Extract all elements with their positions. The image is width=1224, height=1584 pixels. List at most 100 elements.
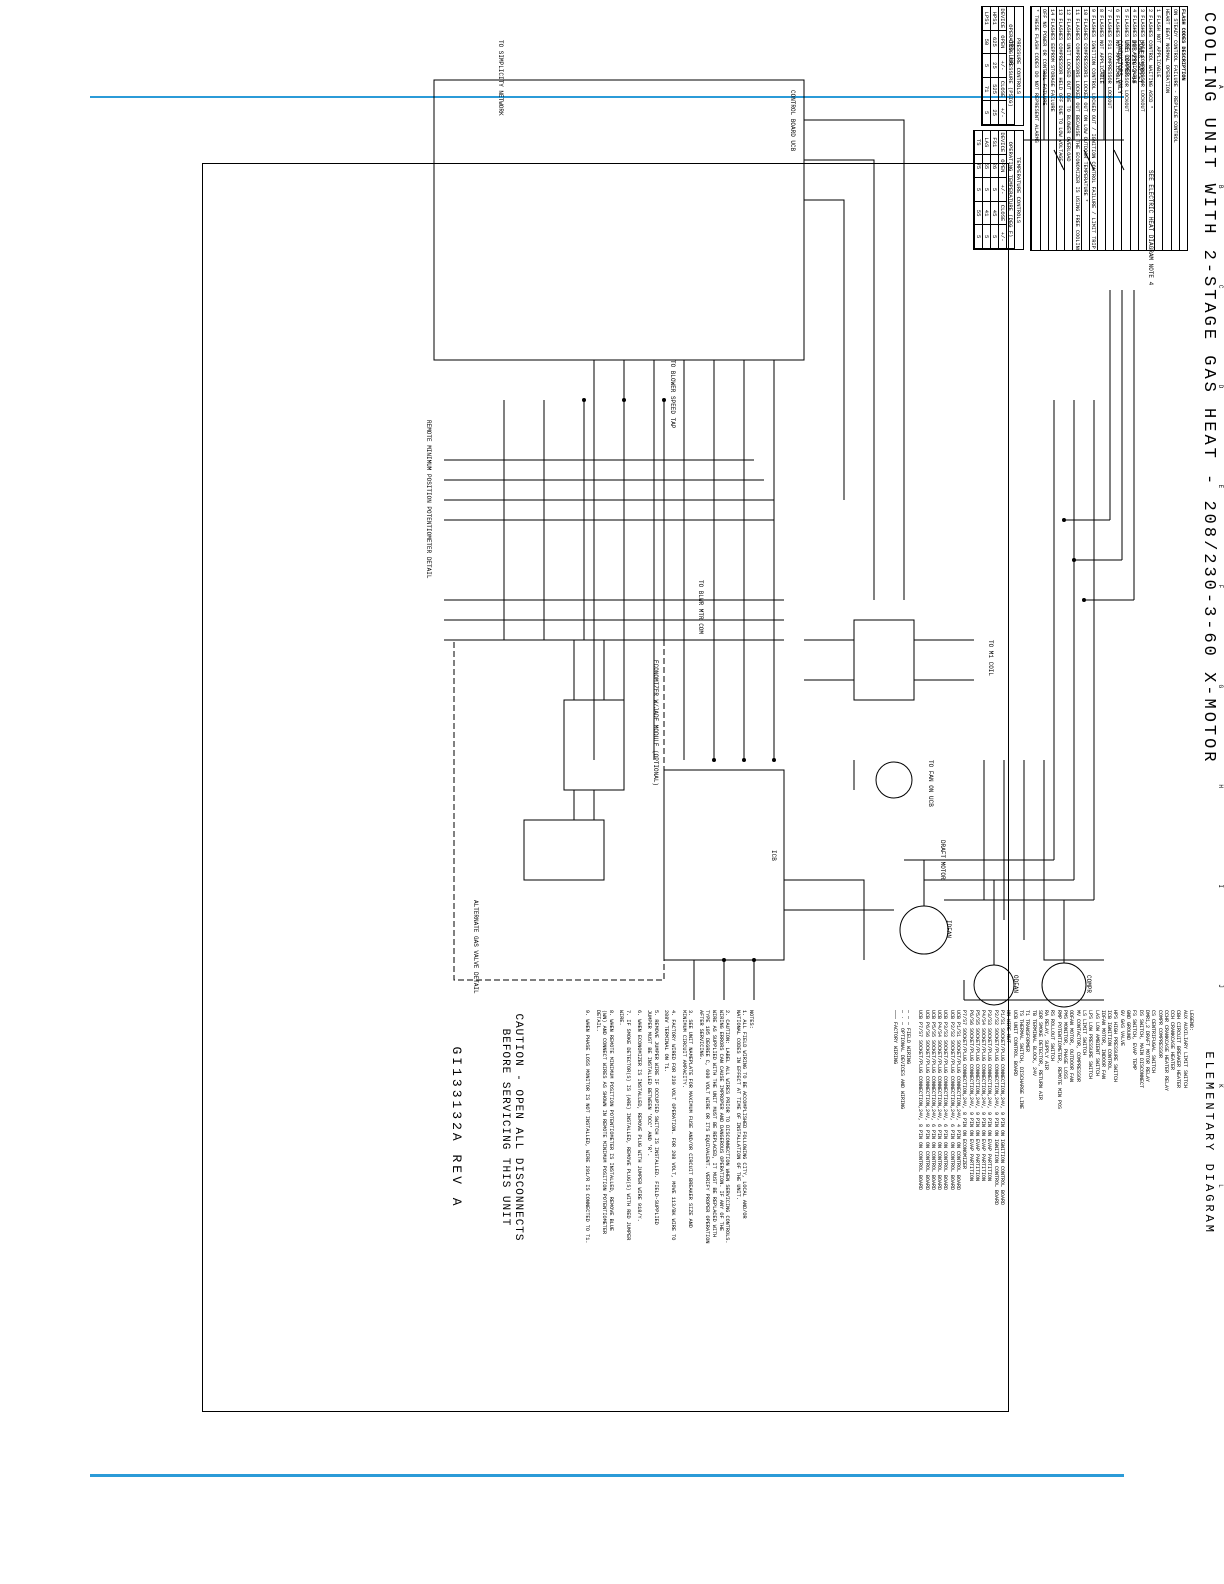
legend-item: UCB P4/S4 SOCKET/PLUG CONNECTION,24V, 6 … bbox=[936, 1010, 943, 1191]
table-subheader: OPERATING PRESSURE (PSIG) bbox=[1006, 7, 1014, 125]
legend-item: DS SWITCH, MAIN DISCONNECT bbox=[1137, 1010, 1144, 1089]
legend-item: RMP POTENTIOMETER, REMOTE MIN POS bbox=[1055, 1010, 1062, 1110]
remote-pot-label: REMOTE MINIMUM POSITION POTENTIOMETER DE… bbox=[425, 420, 432, 579]
legend-item: DMR1,2 DRAFT MOTOR RELAY bbox=[1143, 1010, 1150, 1083]
flash-code-row: 1 FLASH NOT APPLICABLE bbox=[1154, 7, 1163, 250]
grd-lug-label: GRD LUG bbox=[1007, 40, 1014, 66]
icb-label: ICB bbox=[770, 850, 777, 861]
legend-item: ODFAN MOTOR, OUTDOOR FAN bbox=[1068, 1010, 1075, 1083]
drawing-number: GI133132A REV A bbox=[449, 1046, 464, 1209]
legend-item: ICB IGNITION CONTROL bbox=[1106, 1010, 1113, 1071]
to-fan-label: TO FAN ON UCB bbox=[927, 760, 934, 807]
flash-code-row: HEART BEAT NORMAL OPERATION bbox=[1162, 7, 1171, 250]
note-item: 9. WHEN PHASE LOSS MONITOR IS NOT INSTAL… bbox=[584, 1010, 591, 1244]
legend-item: P5/S5 SOCKET/PLUG CONNECTION,24V, 9 PIN … bbox=[973, 1010, 980, 1182]
idfan-label: IDFAN bbox=[945, 920, 952, 939]
flash-code-row: 9 FLASHES IGNITION CONTROL LOCKED OUT / … bbox=[1088, 7, 1097, 250]
legend-item: FS SWITCH, EVAP TEMP bbox=[1131, 1010, 1138, 1071]
legend-item: HPS HIGH PRESSURE SWITCH bbox=[1112, 1010, 1119, 1083]
note-item: 4. FACTORY WIRED FOR 230 VOLT OPERATION.… bbox=[663, 1010, 677, 1241]
control-board-label: CONTROL BOARD UCB bbox=[789, 90, 796, 152]
flash-code-row: 13 FLASHES COMPRESSOR HELD OFF DUE TO LO… bbox=[1056, 7, 1065, 250]
legend-item: P6/S6 SOCKET/PLUG CONNECTION,24V, 9 PIN … bbox=[967, 1010, 974, 1182]
legend-item: CS CENTRIFUGAL SWITCH bbox=[1150, 1010, 1157, 1074]
economizer-module-label: ECONOMIZER W/JADE MODULE (OPTIONAL) bbox=[652, 660, 659, 787]
to-m1-coil-label: TO M1 COIL bbox=[987, 640, 994, 677]
power-supply-label: POWER SUPPLY 208/230-3-60 USE COPPER CON… bbox=[1116, 40, 1144, 95]
legend-item: COMPR COMPRESSOR bbox=[1156, 1010, 1163, 1059]
table-subheader: OPERATING TEMPERATURE (DEG F) bbox=[1006, 131, 1014, 249]
flash-code-row: OFF NO POWER OR CONTROL FAILURE bbox=[1039, 7, 1048, 250]
legend-item: RS ROLLOUT SWITCH bbox=[1049, 1010, 1056, 1062]
flash-codes-header: FLASH CODES DESCRIPTION bbox=[1178, 7, 1187, 250]
see-electric-heat-label: SEE ELECTRIC HEAT DIAGRAM NOTE 4 bbox=[1147, 170, 1154, 286]
note-item: 6. WHEN ECONOMIZER IS INSTALLED, REMOVE … bbox=[635, 1010, 642, 1222]
legend-item: RA RELAY, SUPPLY AIR bbox=[1043, 1010, 1050, 1071]
draft-motor-label: DRAFT MOTOR bbox=[939, 840, 946, 880]
legend-item: AUX AUXILIARY LIMIT SWITCH bbox=[1181, 1010, 1188, 1089]
legend-item: CCH CRANKCASE HEATER bbox=[1169, 1010, 1176, 1071]
flash-code-row: 10 FLASHES COMPRESSORS LOCKED OUT ON LOW… bbox=[1080, 7, 1089, 250]
legend-field-wiring: — — — FIELD WIRING bbox=[904, 1010, 911, 1065]
legend-item: P7/S7 SOCKET/PLUG CONNECTION,24V, 8 PIN … bbox=[961, 1010, 968, 1170]
wiring-sheet: COOLING UNIT WITH 2-STAGE GAS HEAT - 208… bbox=[417, 0, 1224, 1249]
flash-code-row: 11 FLASHES COMPRESSORS LOCKED OUT BECAUS… bbox=[1072, 7, 1081, 250]
header-rule bbox=[90, 96, 1124, 98]
legend-item: P3/S3 SOCKET/PLUG CONNECTION,24V, 9 PIN … bbox=[986, 1010, 993, 1182]
flash-code-row: * THESE FLASH CODES DO NOT REPRESENT ALA… bbox=[1031, 7, 1040, 250]
legend-item: UCB P2/S2 SOCKET/PLUG CONNECTION,24V, 6 … bbox=[948, 1010, 955, 1191]
legend-item: TS THERMAL SWITCH, DISCHARGE LINE bbox=[1017, 1010, 1024, 1110]
legend-item: UCB P3/S3 SOCKET/PLUG CONNECTION,24V, 6 … bbox=[942, 1010, 949, 1191]
footer-rule bbox=[90, 1474, 1124, 1477]
legend-item: CBH CIRCUIT BREAKER HEATER bbox=[1175, 1010, 1182, 1089]
table-caption: TEMPERATURE CONTROLS bbox=[1014, 131, 1023, 249]
legend-item: P1/S1 SOCKET/PLUG CONNECTION,24V, 9 PIN … bbox=[999, 1010, 1006, 1206]
legend-item: P2/S2 SOCKET/PLUG CONNECTION,24V, 9 PIN … bbox=[992, 1010, 999, 1206]
blower-speed-label: TO BLOWER SPEED TAP bbox=[669, 360, 676, 429]
note-item: 7. IF SMOKE DETECTOR(S) IS (ARE) INSTALL… bbox=[618, 1010, 632, 1241]
note-item: 5. REMOVE JUMPER WIRE IF OCCUPIED SWITCH… bbox=[646, 1010, 659, 1225]
legend-item: T1 TRANSFORMER bbox=[1024, 1010, 1031, 1053]
legend-item: P4/S4 SOCKET/PLUG CONNECTION,24V, 9 PIN … bbox=[980, 1010, 987, 1182]
odfan-label: ODFAN bbox=[1012, 975, 1019, 994]
legend-item: UCB P1/S1 SOCKET/PLUG CONNECTION,24V, 4 … bbox=[955, 1010, 962, 1191]
legend-factory-wiring: ——— FACTORY WIRING bbox=[892, 1010, 899, 1065]
legend-item: MV CONTACTOR, COMPRESSOR bbox=[1074, 1010, 1081, 1083]
note-item: 1. ALL FIELD WIRING TO BE ACCOMPLISHED F… bbox=[734, 1010, 748, 1219]
note-item: 2. CAUTION: LABEL ALL WIRES PRIOR TO DIS… bbox=[697, 1010, 731, 1244]
notes: NOTES: 1. ALL FIELD WIRING TO BE ACCOMPL… bbox=[580, 1010, 754, 1245]
diagram-frame bbox=[202, 163, 1009, 1412]
legend-item: LPS LOW PRESSURE SWITCH bbox=[1087, 1010, 1094, 1080]
legend-item: UCB P6/S6 SOCKET/PLUG CONNECTION,24V, 8 … bbox=[923, 1010, 930, 1191]
to-simplicity-label: TO SIMPLICITY NETWORK bbox=[497, 40, 504, 116]
legend-item: UCB P5/S5 SOCKET/PLUG CONNECTION,24V, 6 … bbox=[929, 1010, 936, 1191]
flash-code-row: 12 FLASHES UNIT LOCKED OUT DUE TO BLOWER… bbox=[1064, 7, 1073, 250]
legend-item: TB TERMINAL BLOCK, 24V bbox=[1030, 1010, 1037, 1077]
legend-item: UCB UNIT CONTROL BOARD bbox=[1011, 1010, 1018, 1077]
legend-item: UCB P7/S7 SOCKET/PLUG CONNECTION,24V, 8 … bbox=[917, 1010, 924, 1191]
legend-item: IDFAN MOTOR, INDOOR FAN bbox=[1099, 1010, 1106, 1080]
to-blower-com-label: TO BLWR MTR COM bbox=[697, 580, 704, 635]
flash-code-row: ON STEADY CONTROL FAILURE - REPLACE CONT… bbox=[1170, 7, 1179, 250]
notes-caption: NOTES: bbox=[748, 1010, 754, 1029]
legend-item: PMS MONITOR, PHASE LOSS bbox=[1062, 1010, 1069, 1080]
legend-item: LAS LOW AMBIENT SWITCH bbox=[1093, 1010, 1100, 1077]
legend-item: CCHR CRANKCASE HEATER RELAY bbox=[1162, 1010, 1169, 1092]
note-item: 3. SEE UNIT NAMEPLATE FOR MAXIMUM FUSE A… bbox=[680, 1010, 694, 1228]
compressor-label: COMPR bbox=[1085, 975, 1092, 994]
wiring-schematic bbox=[433, 70, 1135, 1008]
flash-code-row: 14 FLASHES EEPROM STORAGE FAILURE bbox=[1047, 7, 1056, 250]
legend-optional-wiring: — · — OPTIONAL DEVICES AND WIRING bbox=[898, 1010, 905, 1110]
legend-item: SDR SMOKE DETECTOR, RETURN AIR bbox=[1036, 1010, 1043, 1101]
alt-gas-valve-label: ALTERNATE GAS VALVE DETAIL bbox=[472, 900, 479, 994]
